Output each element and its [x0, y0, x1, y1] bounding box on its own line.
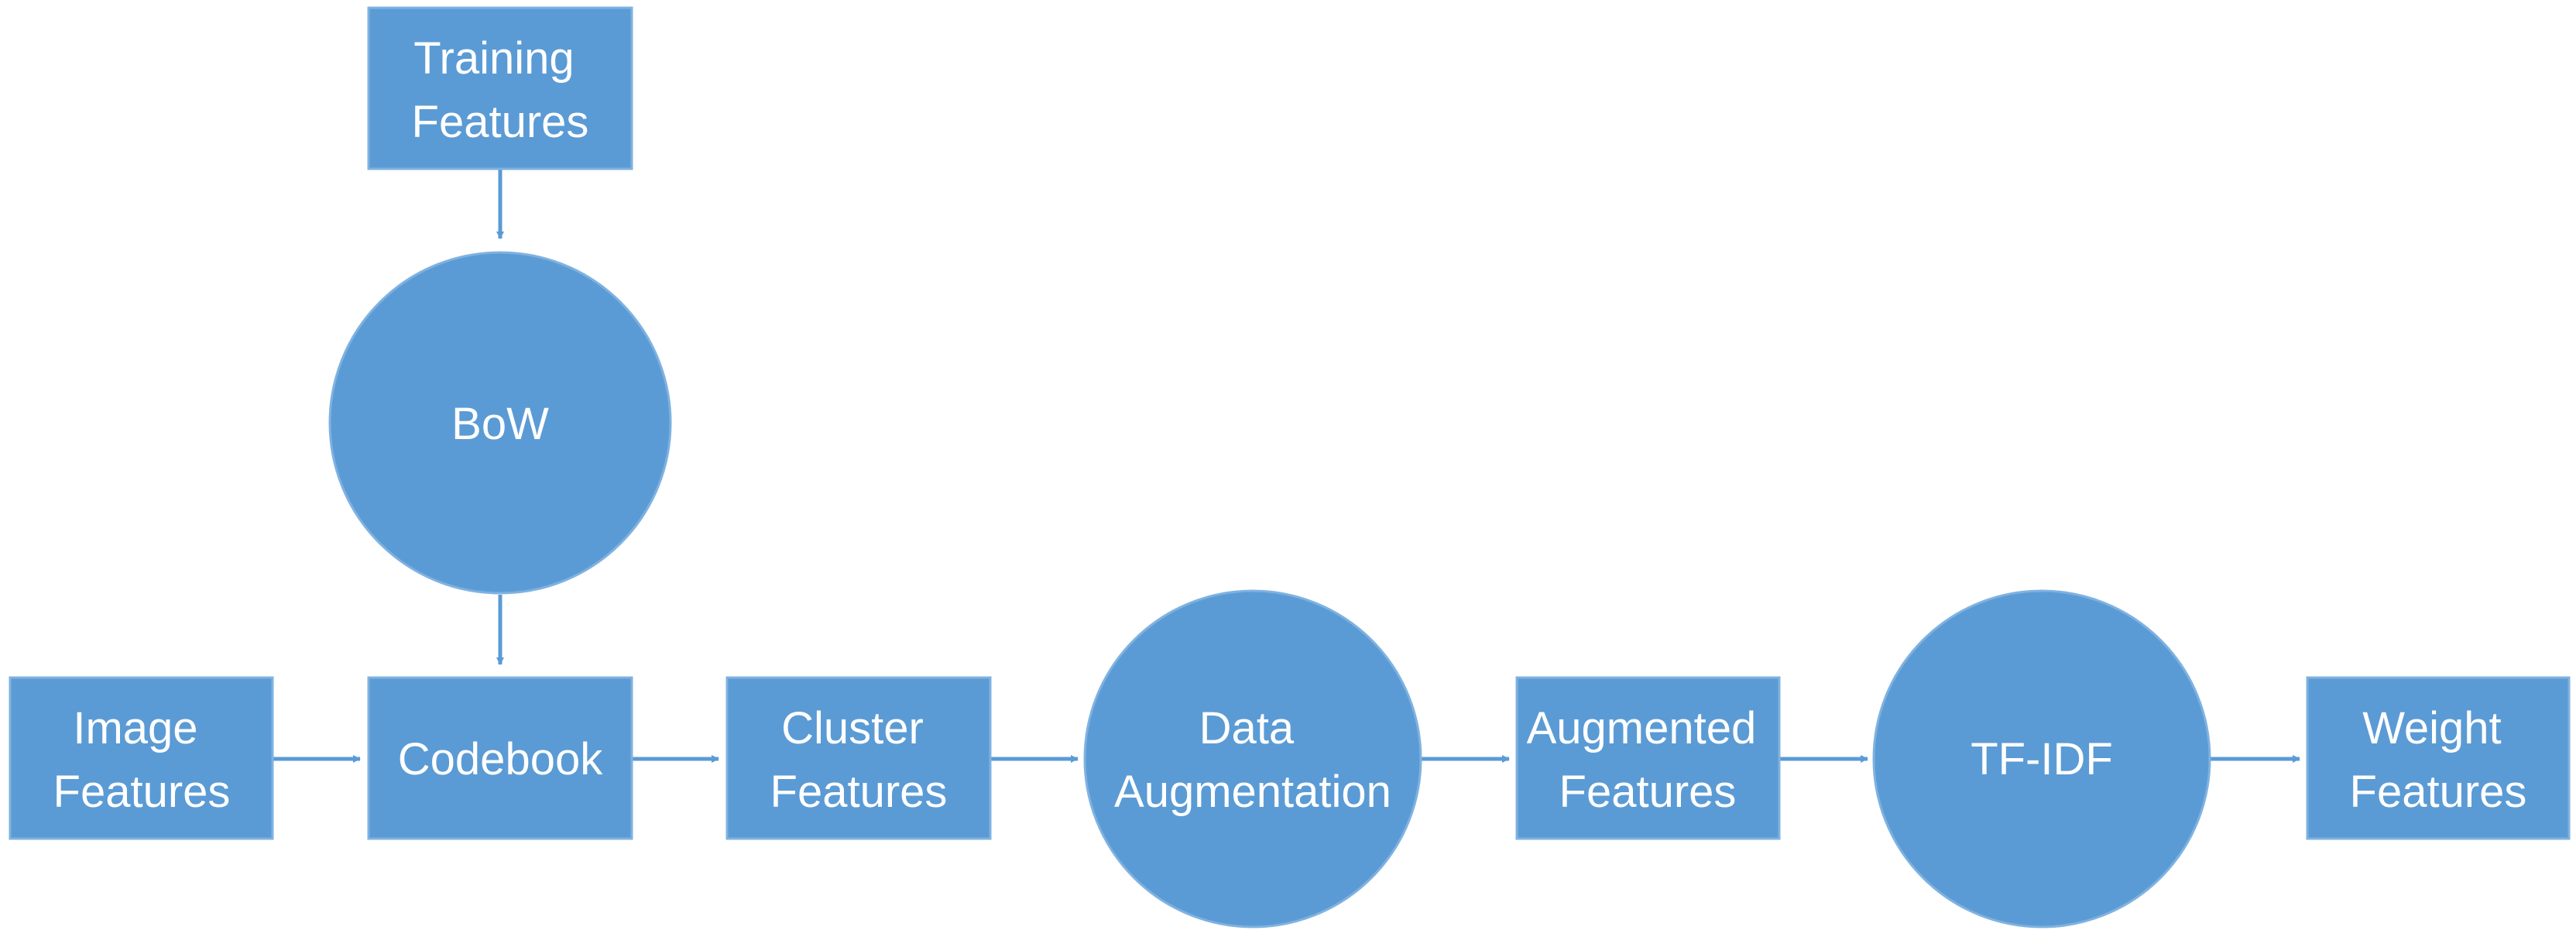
node-training-features-line-2: Features — [412, 97, 589, 147]
node-image-features-line-1: Image — [73, 703, 197, 753]
node-training-features-label: Training Features — [412, 33, 589, 147]
node-cluster-features: Cluster Features — [725, 676, 992, 840]
node-codebook-box — [367, 676, 633, 840]
node-weight-features-line-2: Features — [2350, 767, 2527, 817]
node-cluster-features-label: Cluster Features — [770, 703, 948, 817]
node-image-features-box — [9, 676, 274, 840]
node-weight-features-line-1: Weight — [2362, 703, 2501, 753]
node-data-augmentation: Data Augmentation — [1083, 589, 1422, 928]
node-augmented-features-label: Augmented Features — [1527, 703, 1769, 817]
node-codebook-label: Codebook — [398, 734, 603, 784]
node-codebook: Codebook — [367, 676, 633, 840]
node-codebook-line-1: Codebook — [398, 734, 603, 784]
node-weight-features-box — [2306, 676, 2571, 840]
node-tf-idf-line-1: TF-IDF — [1971, 734, 2113, 784]
node-data-augmentation-label: Data Augmentation — [1114, 703, 1391, 817]
node-cluster-features-line-2: Features — [770, 767, 948, 817]
node-tf-idf-label: TF-IDF — [1971, 734, 2113, 784]
node-image-features-label: Image Features — [53, 703, 231, 817]
edges-group — [273, 169, 2300, 763]
node-data-augmentation-line-1: Data — [1199, 703, 1295, 753]
node-weight-features-label: Weight Features — [2350, 703, 2527, 817]
node-training-features-box — [367, 6, 633, 170]
node-image-features-line-2: Features — [53, 767, 231, 817]
nodes-group: Training Features BoW Image Features Cod… — [9, 6, 2571, 928]
node-tf-idf-circle — [1872, 589, 2211, 928]
node-data-augmentation-circle — [1083, 589, 1422, 928]
node-data-augmentation-line-2: Augmentation — [1114, 767, 1391, 817]
node-training-features-line-1: Training — [413, 33, 574, 84]
node-augmented-features: Augmented Features — [1515, 676, 1781, 840]
node-bow-circle — [328, 251, 672, 595]
node-bow: BoW — [328, 251, 672, 595]
node-weight-features: Weight Features — [2306, 676, 2571, 840]
node-augmented-features-line-2: Features — [1559, 767, 1737, 817]
node-bow-label: BoW — [451, 399, 549, 449]
node-augmented-features-line-1: Augmented — [1527, 703, 1757, 753]
node-bow-line-1: BoW — [451, 399, 549, 449]
node-cluster-features-line-1: Cluster — [781, 703, 924, 753]
node-training-features: Training Features — [367, 6, 633, 170]
node-augmented-features-box — [1515, 676, 1781, 840]
node-tf-idf: TF-IDF — [1872, 589, 2211, 928]
node-image-features: Image Features — [9, 676, 274, 840]
node-cluster-features-box — [725, 676, 992, 840]
